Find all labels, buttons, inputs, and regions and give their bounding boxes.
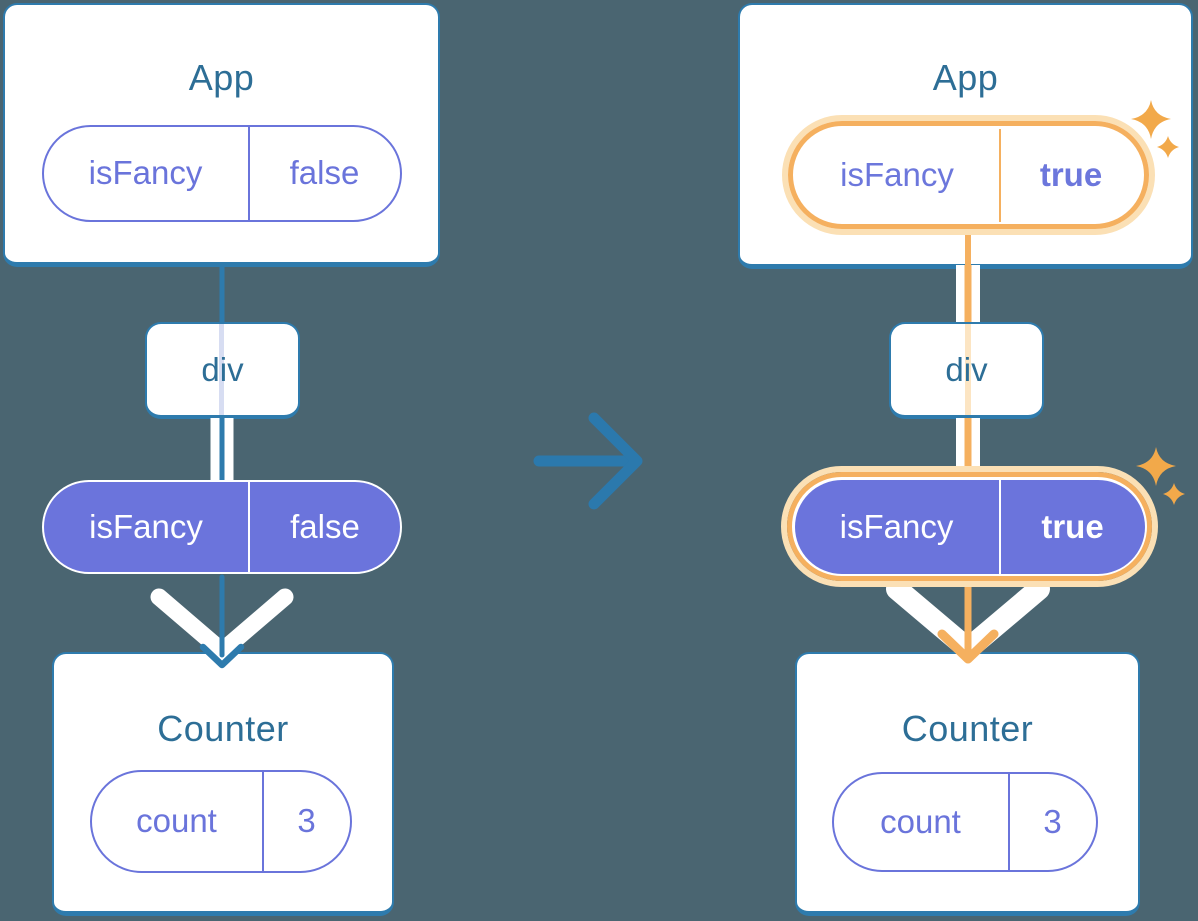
pill-value: false: [290, 508, 360, 545]
pill-key: count: [834, 773, 1010, 870]
pass-down-arrow-icon: [886, 574, 1050, 664]
pill-value: true: [1041, 507, 1104, 545]
pill-key: isFancy: [44, 482, 250, 572]
pill-key: isFancy: [44, 126, 250, 220]
prop-pill-highlighted: isFancy true: [782, 115, 1155, 235]
connector-line: [219, 266, 225, 324]
counter-card: Counter count 3: [795, 652, 1140, 916]
pill-value: 3: [1043, 802, 1062, 840]
component-title: App: [932, 57, 999, 98]
pill-value: 3: [297, 802, 316, 839]
connector-line-faded: [965, 324, 971, 415]
pill-value: false: [289, 154, 360, 191]
component-title: Counter: [901, 708, 1034, 749]
pill-key: isFancy: [796, 128, 1001, 222]
connector-line: [210, 418, 234, 481]
component-title: App: [188, 57, 255, 98]
component-title: div: [201, 350, 244, 388]
transition-arrow-icon: [533, 412, 643, 510]
div-card: div: [145, 322, 300, 419]
connector-line-faded: [219, 324, 224, 415]
component-title: Counter: [157, 708, 289, 749]
connector-line: [956, 265, 980, 322]
prop-pill-highlighted: isFancy true: [781, 466, 1158, 587]
state-pill: count 3: [831, 771, 1098, 872]
pill-value: true: [1039, 156, 1103, 193]
prop-pill: isFancy false: [42, 480, 402, 574]
state-pill: count 3: [89, 769, 352, 873]
counter-card: Counter count 3: [52, 652, 394, 916]
component-title: div: [945, 350, 988, 388]
pill-key: isFancy: [795, 479, 1001, 574]
app-card: App isFancy false: [3, 3, 440, 267]
div-card: div: [889, 322, 1044, 419]
pill-key: count: [92, 771, 264, 871]
prop-pill: isFancy false: [41, 124, 402, 222]
